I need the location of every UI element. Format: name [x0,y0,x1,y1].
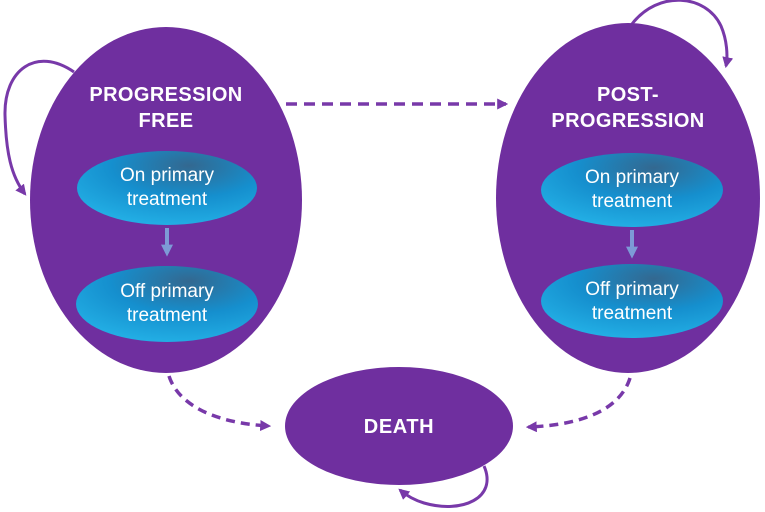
pf-on-primary-line2: treatment [127,189,208,210]
transition-pp-to-death-arrow [525,377,632,433]
self-loop-death-arrow [398,465,489,508]
pf-off-primary-line2: treatment [127,305,208,326]
pp-on-primary-line2: treatment [592,191,673,212]
pp-on-primary-treatment-ellipse [541,153,723,227]
post-progression-title-line1: POST- [597,84,659,106]
self-loop-progression-free-arrow [3,59,75,196]
state-progression-free: PROGRESSION FREE On primary treatment Of… [30,27,302,373]
post-progression-title-line2: PROGRESSION [551,110,704,132]
progression-free-title-line2: FREE [139,110,194,132]
pp-off-primary-line1: Off primary [585,279,679,300]
pf-off-primary-treatment-ellipse [76,266,258,342]
pp-off-primary-line2: treatment [592,303,673,324]
pf-on-primary-line1: On primary [120,165,214,186]
transition-pf-to-death-arrow [167,375,272,432]
state-death: DEATH [285,367,513,485]
pf-on-primary-treatment-ellipse [77,151,257,225]
pp-on-primary-line1: On primary [585,167,679,188]
self-loop-post-progression-arrow [630,0,734,69]
pf-off-primary-line1: Off primary [120,281,214,302]
pp-off-primary-treatment-ellipse [541,264,723,338]
state-post-progression: POST- PROGRESSION On primary treatment O… [496,23,760,373]
progression-free-title-line1: PROGRESSION [89,84,242,106]
death-title: DEATH [364,416,434,438]
death-ellipse [285,367,513,485]
